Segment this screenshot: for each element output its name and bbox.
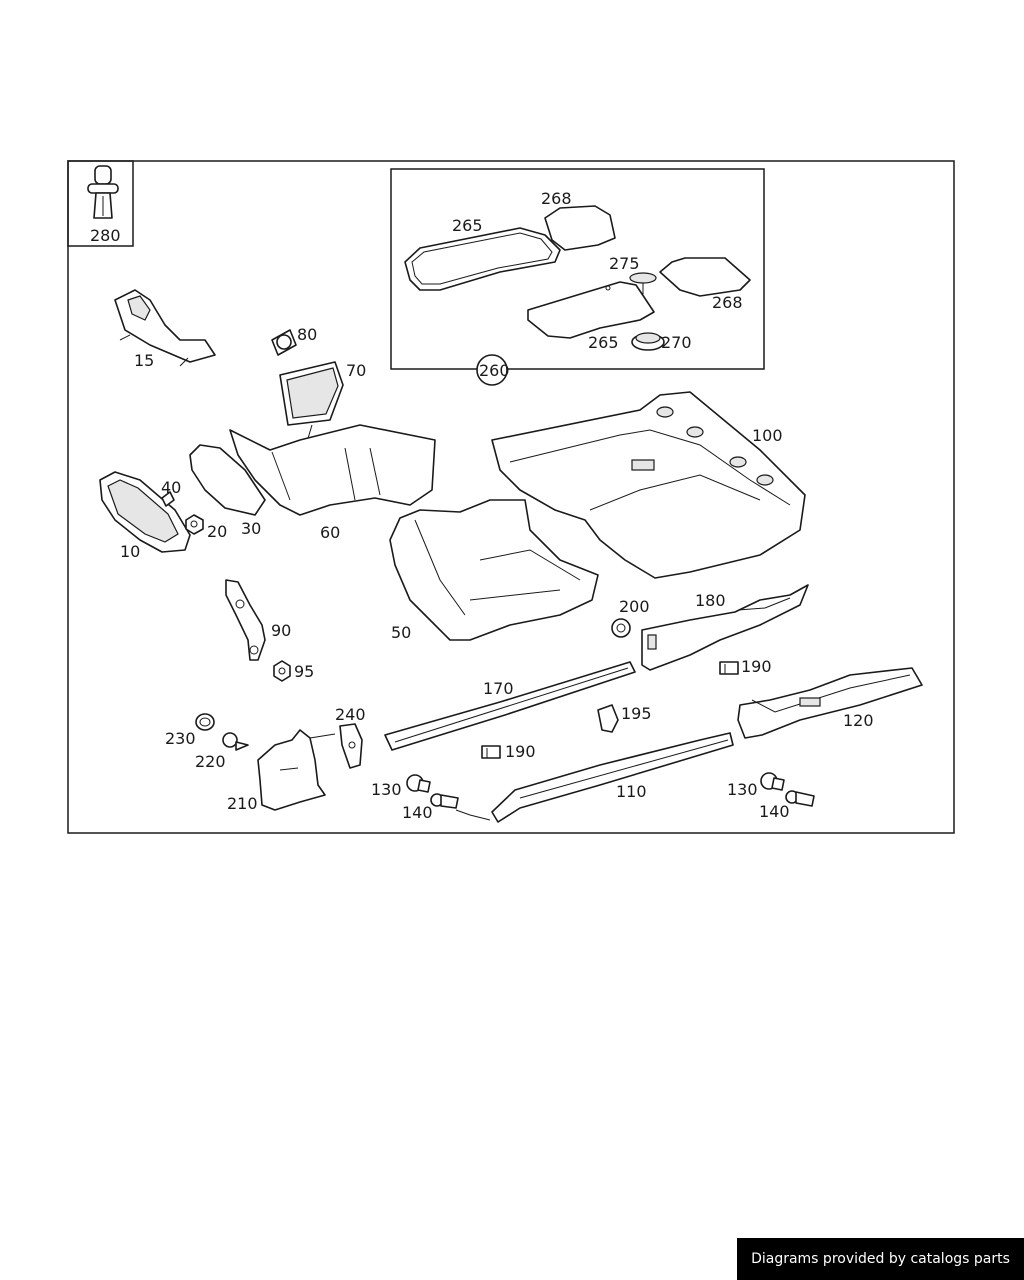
label-268-top: 268 <box>541 189 572 208</box>
part-240-bracket[interactable] <box>339 723 363 769</box>
part-15-bracket[interactable] <box>114 289 216 367</box>
label-10: 10 <box>120 542 140 561</box>
part-200-grommet[interactable] <box>611 618 631 638</box>
part-230-ring[interactable] <box>195 713 215 731</box>
part-50-footwell-carpet[interactable] <box>389 499 599 641</box>
label-190-left: 190 <box>505 742 536 761</box>
part-90-bracket[interactable] <box>225 579 266 661</box>
label-265-bottom: 265 <box>588 333 619 352</box>
part-190-clip-left[interactable] <box>481 745 501 759</box>
part-210-trim-panel[interactable] <box>257 729 336 811</box>
part-30-insulation[interactable] <box>189 444 266 516</box>
label-275: 275 <box>609 254 640 273</box>
part-60-front-carpet[interactable] <box>229 424 436 516</box>
label-240: 240 <box>335 705 366 724</box>
part-80-clip[interactable] <box>271 329 297 356</box>
part-270-grommet[interactable] <box>631 332 665 351</box>
part-20-nut[interactable] <box>185 514 204 535</box>
part-130-clip-left[interactable] <box>406 774 431 793</box>
label-265-top: 265 <box>452 216 483 235</box>
callout-260 <box>476 354 508 386</box>
label-195: 195 <box>621 704 652 723</box>
label-260: 260 <box>479 361 510 380</box>
part-120-rear-sill[interactable] <box>737 667 923 739</box>
part-268-mat-top[interactable] <box>544 205 616 251</box>
label-140-right: 140 <box>759 802 790 821</box>
label-130-right: 130 <box>727 780 758 799</box>
part-280-push-rivet[interactable] <box>87 165 119 219</box>
label-95: 95 <box>294 662 314 681</box>
part-95-nut[interactable] <box>273 660 291 682</box>
label-90: 90 <box>271 621 291 640</box>
label-20: 20 <box>207 522 227 541</box>
label-110: 110 <box>616 782 647 801</box>
label-180: 180 <box>695 591 726 610</box>
part-195-clip[interactable] <box>597 704 619 733</box>
part-130-clip-right[interactable] <box>760 772 785 791</box>
part-70-panel[interactable] <box>279 361 344 446</box>
part-170-sill-strip[interactable] <box>384 661 636 751</box>
part-140-clip-left[interactable] <box>430 793 491 821</box>
label-140-left: 140 <box>402 803 433 822</box>
label-210: 210 <box>227 794 258 813</box>
part-140-clip-right[interactable] <box>785 790 815 807</box>
label-280: 280 <box>90 226 121 245</box>
part-268-mat-right[interactable] <box>659 257 751 297</box>
label-190-right: 190 <box>741 657 772 676</box>
inset-box-mats <box>390 168 765 370</box>
label-80: 80 <box>297 325 317 344</box>
label-120: 120 <box>843 711 874 730</box>
part-265-mat-bottom[interactable] <box>527 281 655 339</box>
footer-credit: Diagrams provided by catalogs parts <box>737 1238 1024 1280</box>
label-130-left: 130 <box>371 780 402 799</box>
label-50: 50 <box>391 623 411 642</box>
label-40: 40 <box>161 478 181 497</box>
part-110-sill-strip[interactable] <box>491 732 734 823</box>
label-30: 30 <box>241 519 261 538</box>
inset-box-280 <box>67 160 134 247</box>
part-190-clip-right[interactable] <box>719 661 739 675</box>
part-180-sill-trim[interactable] <box>641 584 809 671</box>
label-70: 70 <box>346 361 366 380</box>
part-265-mat-left[interactable] <box>404 227 561 291</box>
diagram-frame <box>67 160 955 834</box>
label-220: 220 <box>195 752 226 771</box>
callout-labels: 280 15 80 70 265 268 275 268 265 270 260… <box>90 189 874 822</box>
label-230: 230 <box>165 729 196 748</box>
label-200: 200 <box>619 597 650 616</box>
part-10-pad[interactable] <box>99 471 191 553</box>
label-100: 100 <box>752 426 783 445</box>
part-220-screw[interactable] <box>222 732 249 751</box>
label-270: 270 <box>661 333 692 352</box>
label-170: 170 <box>483 679 514 698</box>
label-15: 15 <box>134 351 154 370</box>
label-268-right: 268 <box>712 293 743 312</box>
part-40-cap[interactable] <box>161 491 175 507</box>
part-100-rear-carpet[interactable] <box>491 391 806 579</box>
label-60: 60 <box>320 523 340 542</box>
